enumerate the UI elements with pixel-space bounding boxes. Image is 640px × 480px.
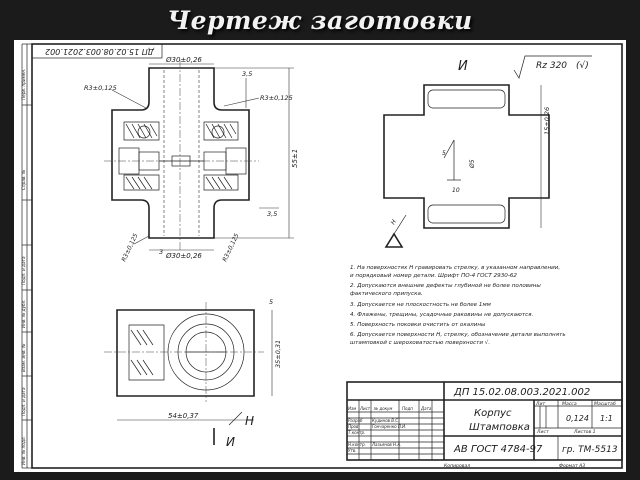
front-section-view [104, 60, 259, 250]
bottom-view [104, 302, 264, 402]
dim-d-bottom: Ø30±0,26 [165, 252, 202, 260]
note-line-9: штамповкой с шероховатостью поверхности … [350, 339, 490, 346]
dim-mark-h: Н [390, 218, 399, 226]
title-block-doc-number: ДП 15.02.08.003.2021.002 [453, 387, 590, 398]
title-block-col-doc: № докум [373, 406, 392, 411]
note-line-8: 6. Допускается поверхности Н, стрелку, о… [350, 332, 566, 338]
title-block-col-izm: Изм [348, 406, 356, 411]
note-line-4: фактического припуска. [350, 291, 423, 297]
datum-triangle [384, 232, 404, 248]
technical-notes: 1. На поверхностях Н гравировать стрелку… [350, 265, 566, 346]
strip-label-sprav: Справ. № [21, 169, 26, 190]
note-line-2: и порядковый номер детали. Шрифт ПО-4 ГО… [350, 273, 517, 279]
title-block-col-podp: Подп [402, 406, 413, 411]
title-block-role-utv: Утв. [348, 448, 356, 453]
stamp-box [31, 43, 163, 59]
title-block-role-nkontr: Н.контр. [348, 442, 366, 447]
roughness-mark: (√) [576, 60, 589, 71]
note-line-7: 5. Поверхность поковки очистить от окали… [350, 322, 486, 328]
dim-r-top-right: R3±0,125 [260, 94, 293, 102]
title-block-name-nkontr: Лазьянов Н.А. [371, 442, 401, 447]
title-block-col-list: Лист [359, 406, 371, 411]
title-block-name-1: Корпус [474, 408, 512, 419]
note-line-1: 1. На поверхностях Н гравировать стрелку… [350, 265, 560, 271]
dim-r-bottom-left: R3±0,125 [120, 232, 139, 262]
dim-mark-10: 10 [452, 187, 460, 194]
roughness-value: Rz 320 [536, 61, 567, 71]
dim-mark-5: 5 [442, 150, 446, 157]
dim-flange-height: 5 [269, 298, 273, 306]
strip-label-vzam: Взам. инв. № [21, 343, 26, 372]
drawing-frame [31, 43, 623, 469]
title-block-mass: 0,124 [566, 414, 589, 423]
dim-r-bottom-right: R3±0,125 [221, 232, 240, 262]
dim-t-bottom: 3,5 [267, 210, 277, 218]
view-letter-i-top: И [458, 59, 468, 74]
title-block-name-2: Штамповка [469, 422, 530, 433]
stamp-rotated-text: ДП 15.02.08.003.2021.002 [45, 47, 155, 56]
roughness-sign [513, 55, 592, 79]
strip-label-inv-dubl: Инв. № дубл. [21, 299, 26, 328]
view-letter-h: Н [245, 414, 254, 428]
dim-height: 55±1 [291, 149, 299, 168]
title-block-role-prov: Пров [348, 424, 359, 429]
title-block-header-scale: Масштаб [594, 401, 616, 407]
title-block-format: Формат А3 [559, 463, 585, 469]
dim-t-bottom-small: 3 [159, 248, 163, 256]
strip-label-podp2: Подп. и дата [21, 387, 26, 416]
drawing-sheet: Перв. примен. Справ. № Подп. и дата Инв.… [14, 40, 626, 472]
title-block-group: гр. ТМ-5513 [562, 445, 618, 455]
technical-drawing: Перв. примен. Справ. № Подп. и дата Инв.… [21, 43, 623, 469]
side-view [383, 84, 550, 229]
strip-label-perv: Перв. примен. [21, 69, 26, 100]
strip-label-podp1: Подп. и дата [21, 256, 26, 285]
note-line-3: 2. Допускаются внешние дефекты глубиной … [350, 283, 541, 289]
title-block-role-tkontr: Т.контр. [348, 430, 365, 435]
title-block-copied: Копировал [444, 463, 470, 469]
slide-title: Чертеж заготовки [167, 6, 473, 35]
dim-right-view-height: 15±0,26 [543, 107, 551, 135]
title-block-header-lit: Лит [535, 401, 545, 407]
dim-r-top-left: R3±0,125 [84, 84, 117, 92]
dim-height-bottom: 35±0,31 [274, 340, 282, 368]
title-block-sheets-label: Листов 1 [573, 429, 596, 435]
dim-d-top: Ø30±0,26 [165, 56, 202, 64]
title-block-scale: 1:1 [600, 414, 613, 423]
dim-t-top: 3,5 [242, 70, 252, 78]
title-block-role-razrab: Разраб [348, 418, 363, 423]
dim-width-bottom: 54±0,37 [168, 412, 199, 420]
strip-label-inv-podl: Инв. № подл. [21, 436, 26, 465]
view-letter-i-bottom: И [226, 435, 235, 449]
note-line-5: 3. Допускается не плоскостность не более… [350, 302, 492, 308]
title-block [346, 381, 623, 461]
title-block-name-razrab: Кудинов В.С. [372, 418, 399, 423]
note-line-6: 4. Флажены, трещины, усадочные раковины … [350, 312, 534, 318]
title-block-col-data: Дата [420, 406, 432, 411]
title-block-header-mass: Масса [562, 401, 577, 407]
dim-mark-d25: Ø5 [469, 159, 476, 169]
title-block-material: АВ ГОСТ 4784-97 [453, 444, 543, 455]
title-block-name-prov: Гончаренко П.И. [372, 424, 406, 429]
title-block-sheet-label: Лист [536, 429, 549, 435]
